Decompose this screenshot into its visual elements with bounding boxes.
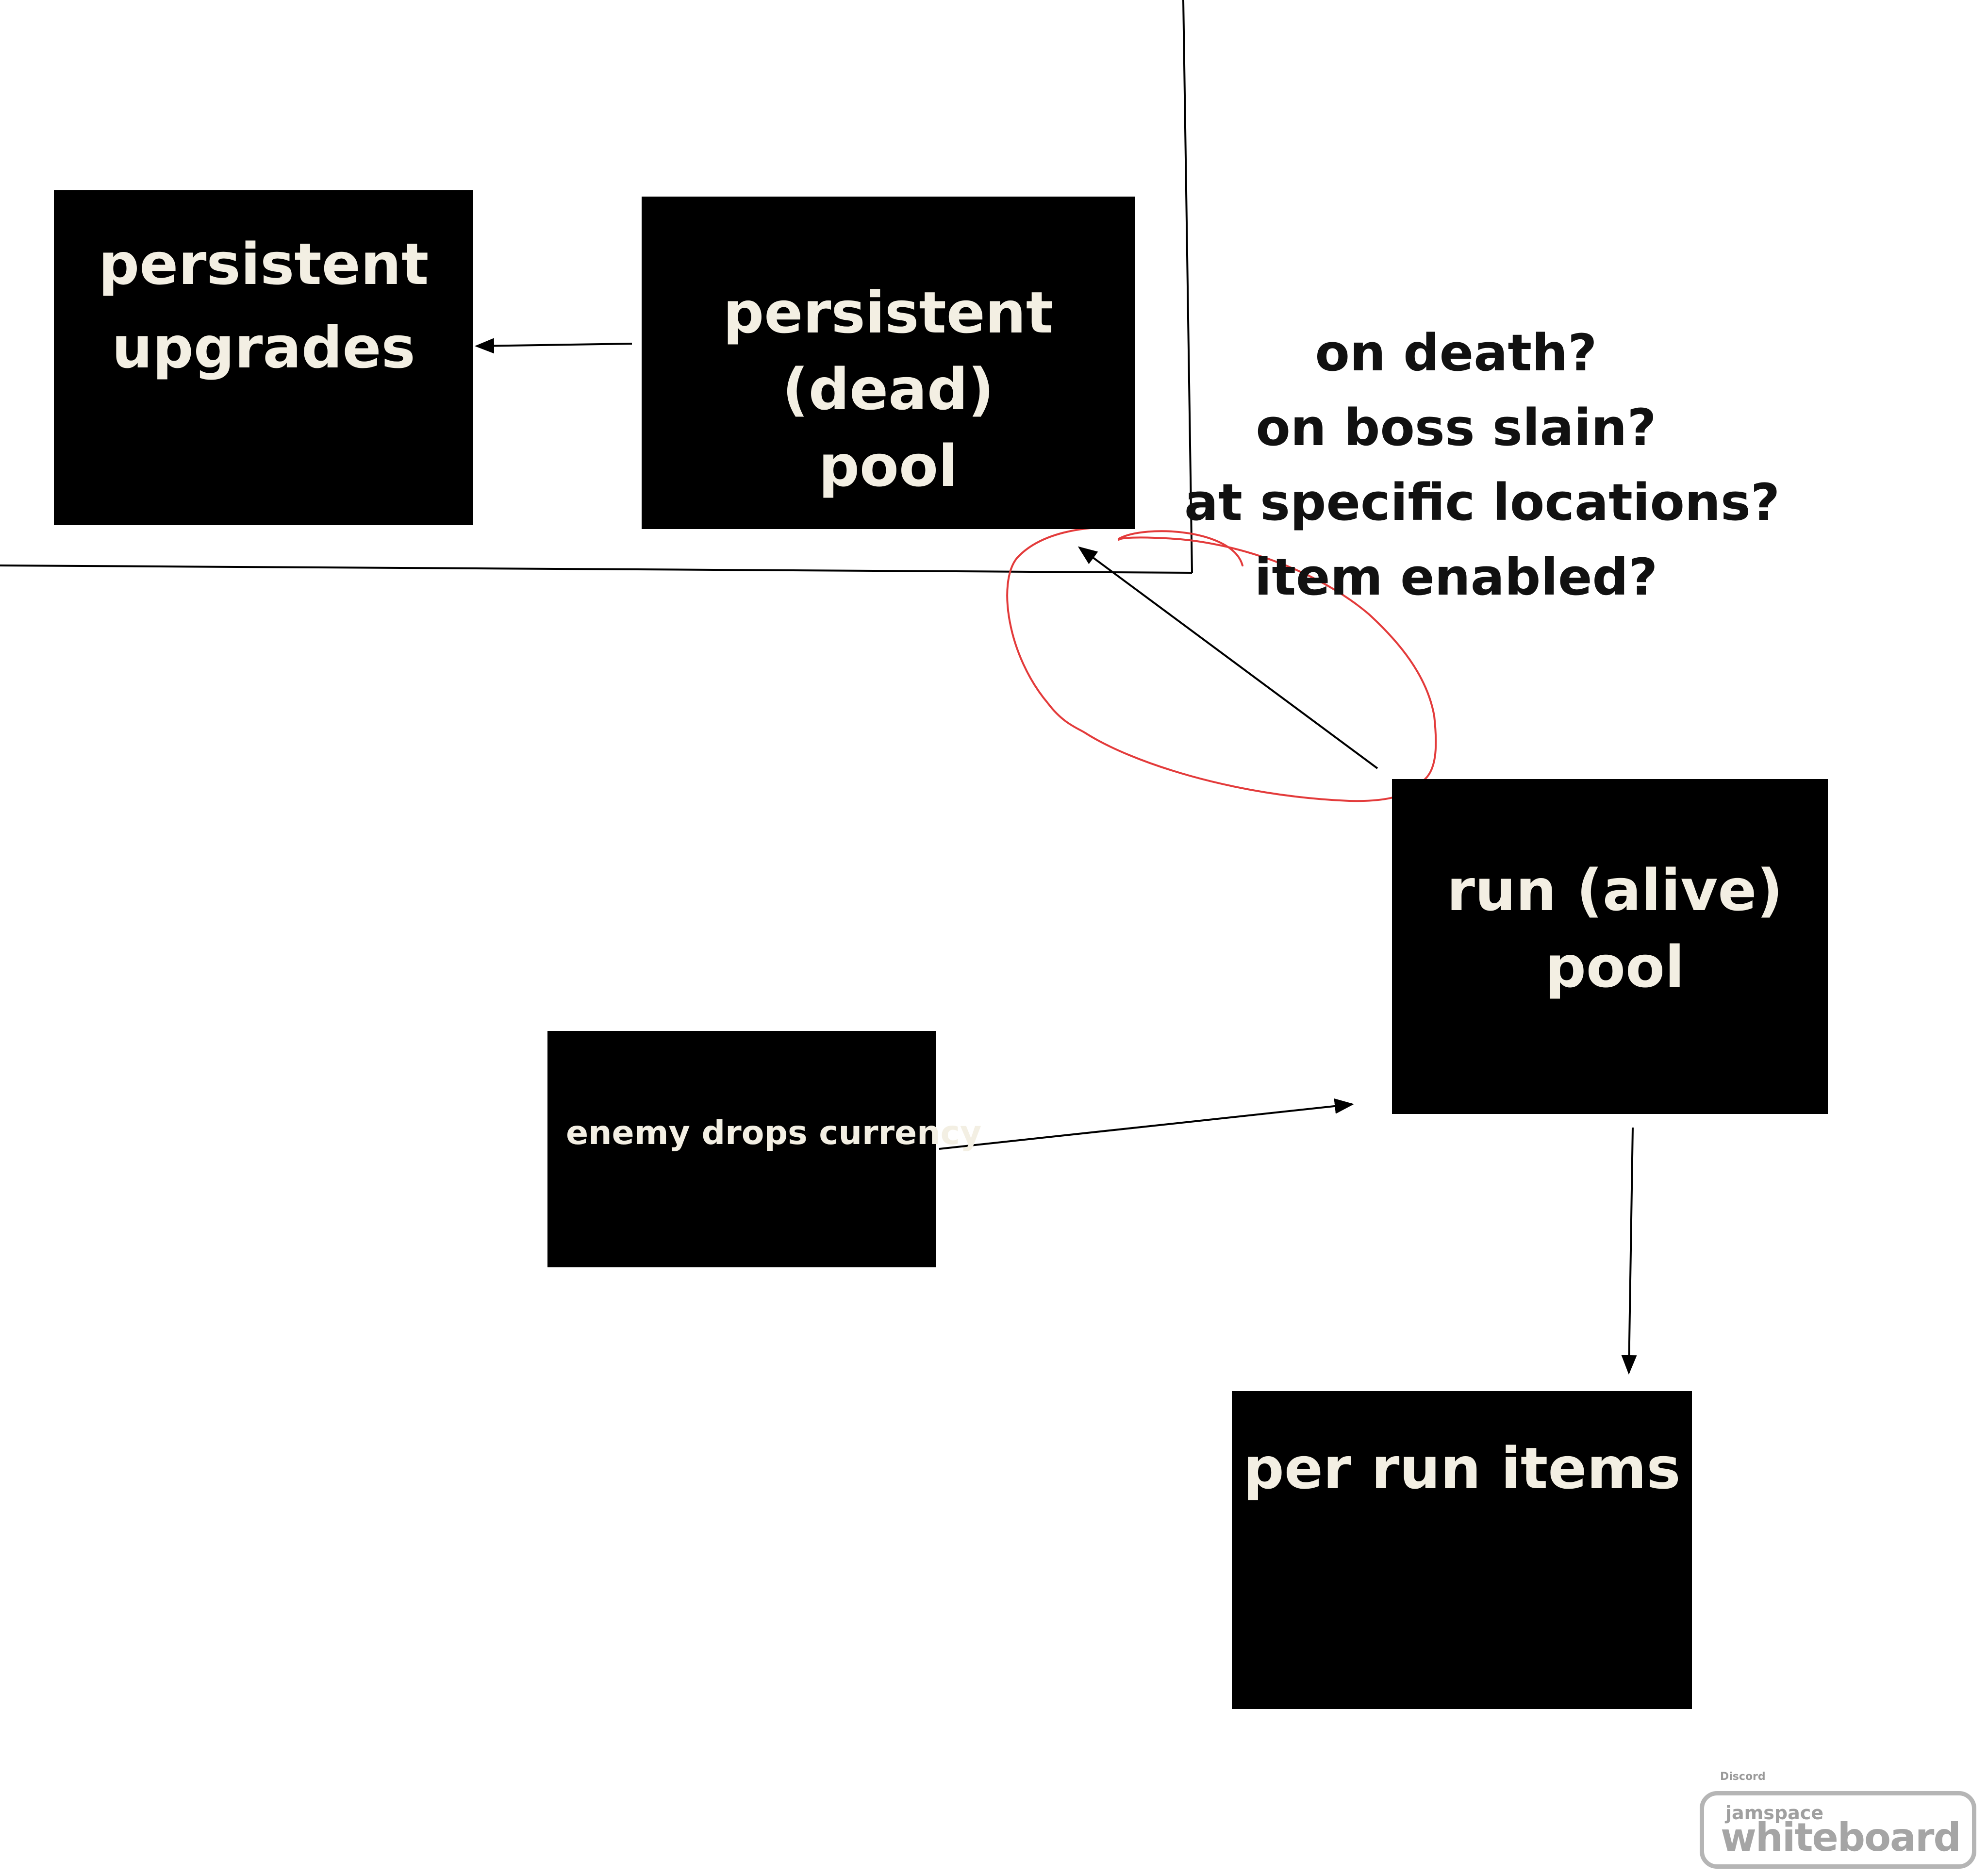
condition-line: on death? [1315,323,1597,382]
persistent-pool-node[interactable]: persistent (dead) pool [642,197,1135,529]
frame-line-vertical [1182,0,1193,573]
persistent-upgrades-node[interactable]: persistent upgrades [54,190,473,525]
run-pool-label: run (alive) pool [1446,857,1783,1000]
arrow-pool-to-upgrades [475,338,632,354]
discord-label: Discord [1720,1771,1766,1783]
arrow-drops-to-run [939,1098,1354,1150]
condition-line: at specific locations? [1184,473,1780,532]
run-pool-node[interactable]: run (alive) pool [1392,779,1828,1114]
jamspace-watermark: Discord jamspace whiteboard [1697,1771,1983,1873]
enemy-drops-label: enemy drops currency [566,1114,982,1152]
per-run-items-label: per run items [1243,1435,1681,1502]
per-run-items-node[interactable]: per run items [1232,1391,1692,1709]
watermark-frame: jamspace whiteboard [1700,1791,1976,1869]
conditions-note[interactable]: on death? on boss slain? at specific loc… [1184,315,1780,614]
arrow-run-to-persistent [1077,546,1378,769]
brand-big-text: whiteboard [1721,1815,1961,1860]
frame-line-horizontal [0,564,1193,574]
annotation-circle [1006,526,1437,802]
condition-line: on boss slain? [1256,398,1657,457]
condition-line: item enabled? [1254,548,1658,607]
persistent-pool-label: persistent (dead) pool [723,279,1054,499]
enemy-drops-node[interactable]: enemy drops currency [547,1031,982,1267]
arrow-run-to-items [1621,1127,1637,1375]
brand-small-text: jamspace [1725,1802,1824,1824]
persistent-upgrades-label: persistent upgrades [98,231,429,381]
